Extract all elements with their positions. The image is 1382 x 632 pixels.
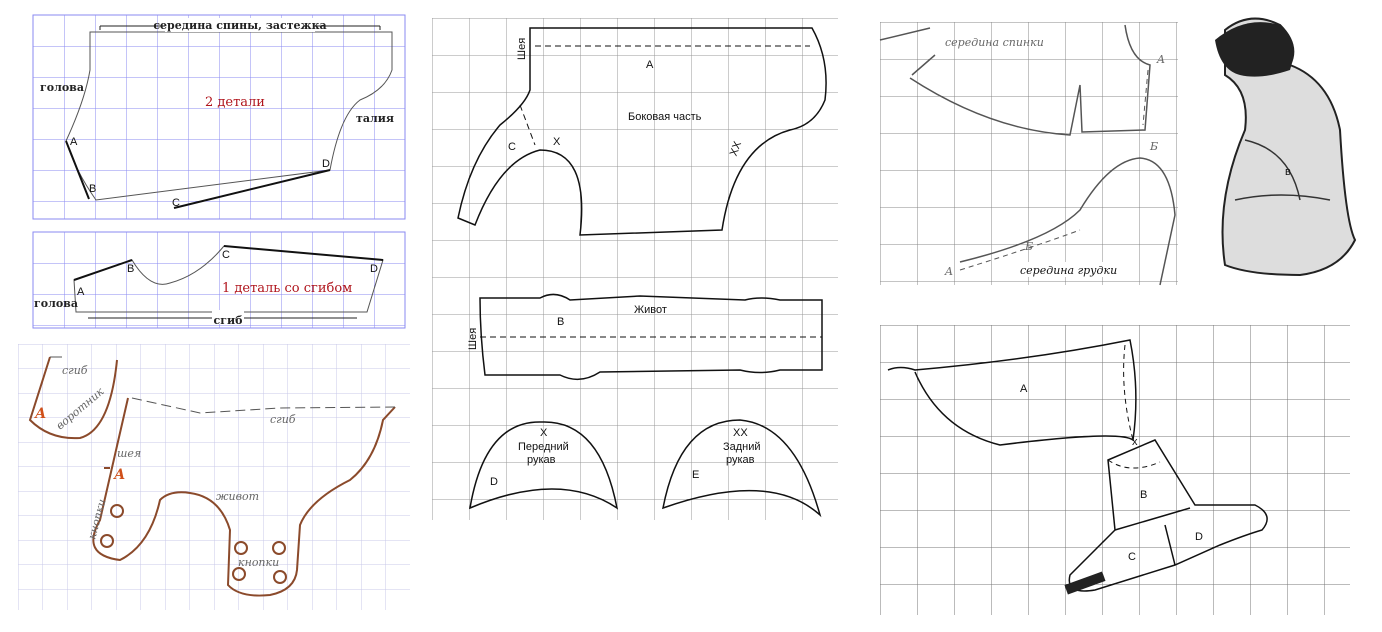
label-head: голова xyxy=(40,81,84,94)
pattern-back-two-pieces: середина спины, застежка голова талия 2 … xyxy=(32,14,406,220)
point-c: C xyxy=(172,197,180,209)
point-b-2: Б xyxy=(1024,240,1033,253)
label-back-center: середина спинки xyxy=(945,36,1044,49)
label-back-sleeve-2: рукав xyxy=(726,454,755,466)
point-d: D xyxy=(490,476,498,488)
dog-in-sweater-illustration: в xyxy=(1215,17,1357,277)
pattern-belly-fold: сгиб голова 1 деталь со сгибом A B C D xyxy=(32,231,406,329)
label-front-sleeve-2: рукав xyxy=(527,454,556,466)
label-fold: сгиб xyxy=(62,364,88,377)
point-b: Б xyxy=(1149,140,1158,153)
label-snaps-2: кнопки xyxy=(238,556,279,569)
point-e: E xyxy=(692,469,699,481)
pattern-side-belly-sleeves: Шея A Боковая часть C X XX Живот B Шея X… xyxy=(432,18,838,520)
label-head-2: голова xyxy=(34,297,78,310)
label-count: 2 детали xyxy=(205,95,265,110)
point-a: A xyxy=(1156,53,1165,66)
point-a: А xyxy=(34,406,46,422)
pattern-overall-brown: сгиб воротник А сгиб шея А живот кнопки … xyxy=(18,344,410,610)
label-back-center: середина спины, застежка xyxy=(153,19,326,32)
label-front-sleeve: Передний xyxy=(518,441,569,453)
label-belly: живот xyxy=(216,490,259,503)
label-count-2: 1 деталь со сгибом xyxy=(222,281,352,296)
point-x-2: X xyxy=(540,427,548,439)
label-back-sleeve: Задний xyxy=(723,441,761,453)
label-neck: шея xyxy=(117,447,141,460)
point-b: B xyxy=(89,183,96,195)
point-a-2: А xyxy=(113,467,125,483)
pattern-back-chest: середина спинки A Б Б A середина грудки xyxy=(879,22,1178,286)
label-fold: сгиб xyxy=(214,314,243,327)
point-b: B xyxy=(1140,489,1147,501)
point-a: A xyxy=(646,59,654,71)
label-waist: талия xyxy=(356,112,394,125)
point-c: C xyxy=(222,249,230,261)
point-c: C xyxy=(508,141,516,153)
label-side-part: Боковая часть xyxy=(628,111,702,123)
point-a: A xyxy=(1020,383,1028,395)
point-a-2: A xyxy=(944,265,953,278)
point-c: C xyxy=(1128,551,1136,563)
point-d: D xyxy=(322,158,330,170)
label-belly: Живот xyxy=(634,304,667,316)
point-x: X xyxy=(553,136,561,148)
label-chest-center: середина грудки xyxy=(1020,264,1117,277)
pattern-hood-leg: A x B C D xyxy=(880,325,1350,615)
point-v: в xyxy=(1285,166,1291,178)
point-b: B xyxy=(127,263,134,275)
label-neck-2: Шея xyxy=(467,328,479,350)
point-b: B xyxy=(557,316,564,328)
point-xx: XX xyxy=(728,139,745,158)
label-neck: Шея xyxy=(516,38,528,60)
point-a: A xyxy=(70,136,78,148)
point-xx-2: XX xyxy=(733,427,748,439)
point-x: x xyxy=(1132,436,1138,448)
point-d: D xyxy=(370,263,378,275)
point-d: D xyxy=(1195,531,1203,543)
label-fold-2: сгиб xyxy=(270,413,296,426)
point-a: A xyxy=(77,286,85,298)
